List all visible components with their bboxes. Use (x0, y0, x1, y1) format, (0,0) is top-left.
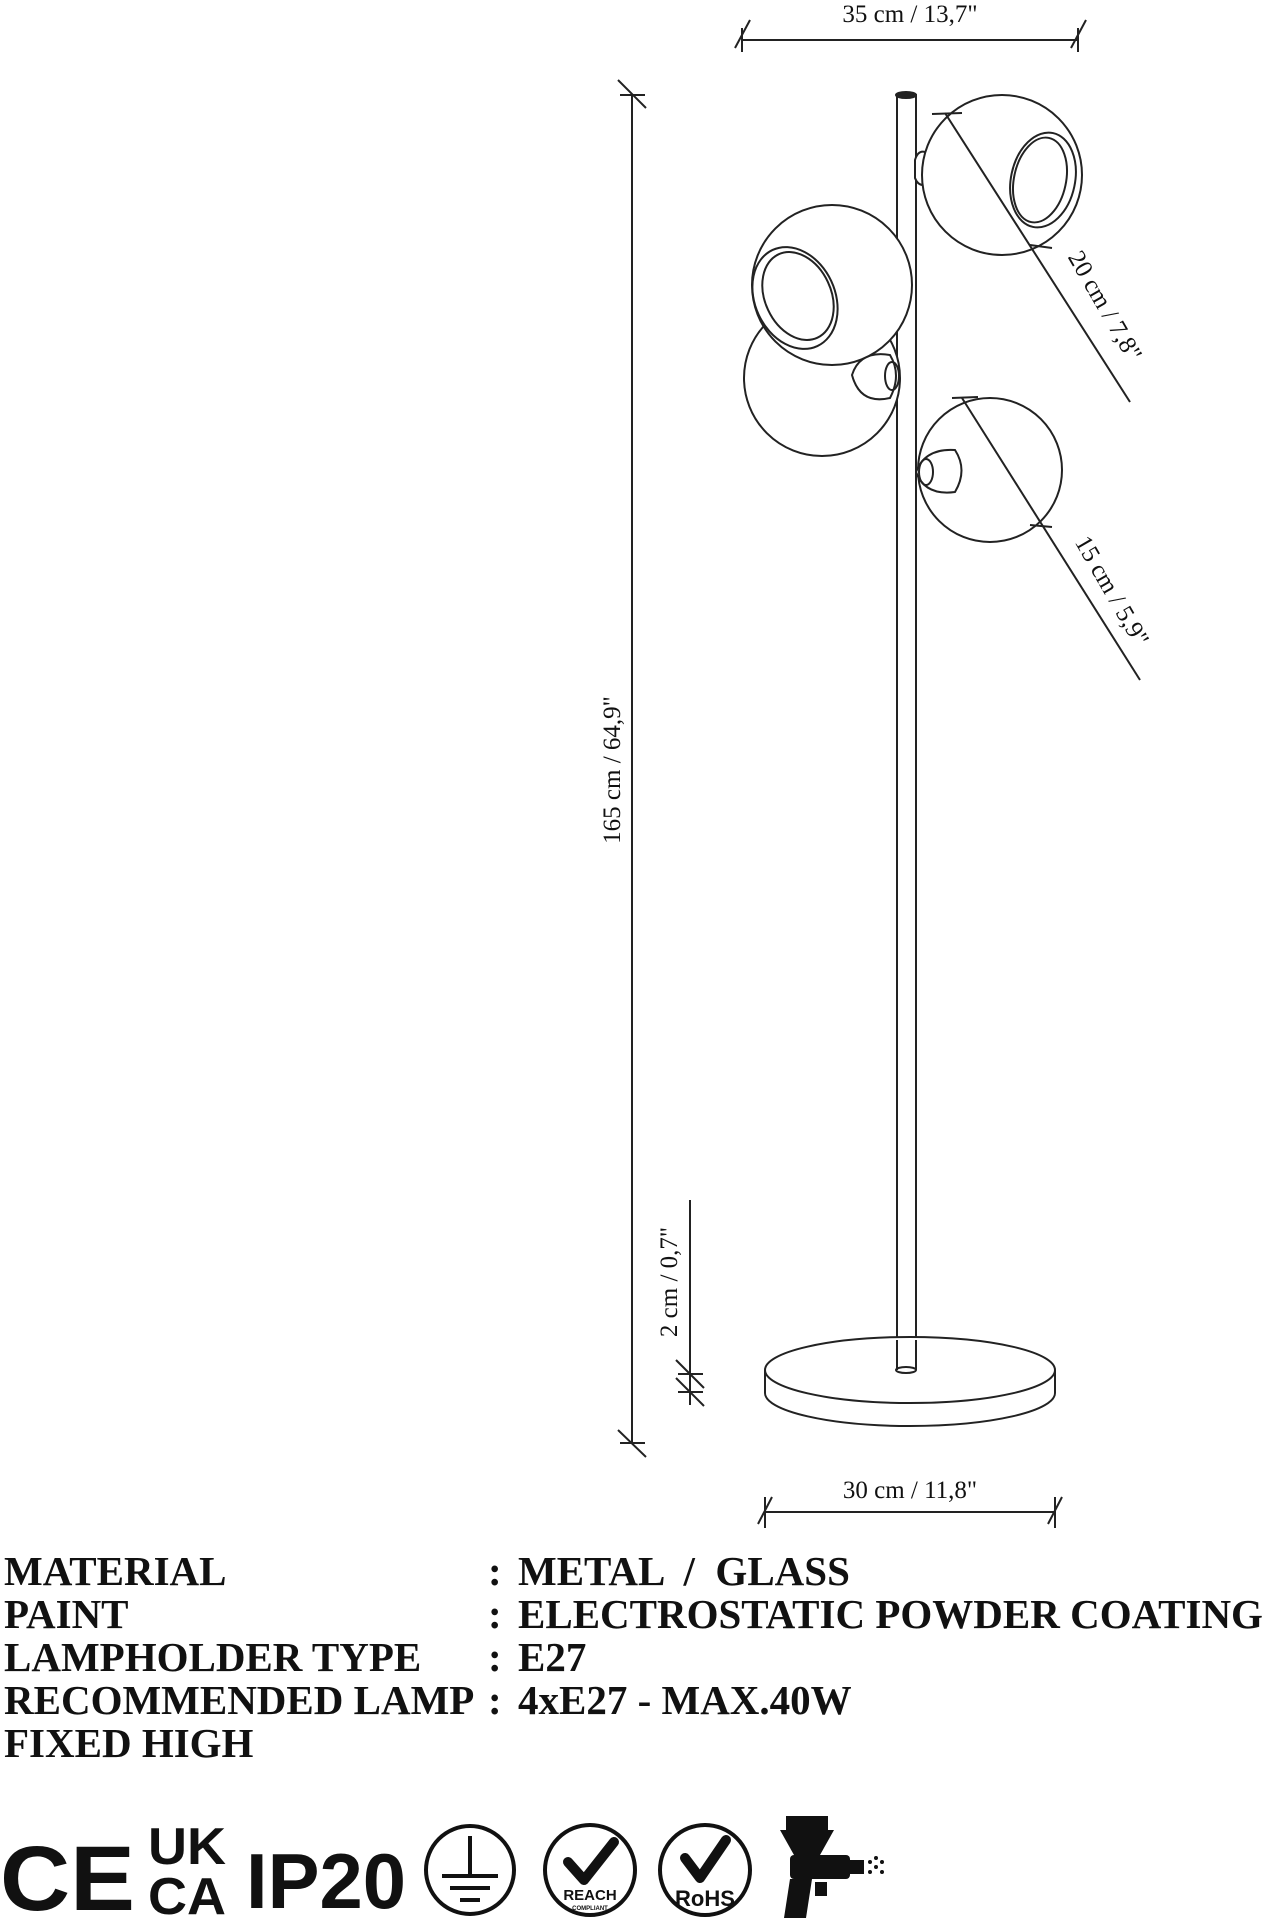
svg-text:UK: UK (148, 1818, 226, 1876)
base-width-label: 30 cm / 11,8" (843, 1477, 977, 1504)
base-thickness-dimension-line (675, 1200, 705, 1407)
svg-text:CA: CA (148, 1868, 226, 1922)
ukca-mark-icon: UK CA (148, 1818, 226, 1922)
spec-colon: : (488, 1591, 502, 1637)
reach-compliant-icon: REACH COMPLIANT (543, 1823, 637, 1917)
base-thickness-label: 2 cm / 0,7" (656, 1227, 683, 1337)
specifications-table: MATERIAL : METAL / GLASS PAINT : ELECTRO… (4, 1550, 1272, 1765)
base-width-dimension-line (757, 1496, 1063, 1528)
spec-colon: : (488, 1677, 502, 1723)
spec-label: RECOMMENDED LAMP (4, 1677, 475, 1723)
spec-row-fixed-high: FIXED HIGH (4, 1722, 1272, 1765)
svg-text:CE: CE (0, 1828, 135, 1922)
spec-row-material: MATERIAL : METAL / GLASS (4, 1550, 1272, 1593)
small-globe-dimension-line (951, 396, 1141, 681)
lamp-base (764, 1336, 1056, 1427)
spec-row-lampholder: LAMPHOLDER TYPE : E27 (4, 1636, 1272, 1679)
globe-top-right (914, 94, 1083, 256)
svg-text:IP20: IP20 (246, 1837, 406, 1922)
spec-value: 4xE27 - MAX.40W (518, 1677, 852, 1723)
svg-text:RoHS: RoHS (675, 1886, 735, 1911)
lamp-technical-drawing: 35 cm / 13,7" 165 cm / 64,9" 20 cm / 7,8… (599, 1, 1154, 1528)
globe-lower-right (914, 397, 1063, 543)
ground-symbol-icon (424, 1824, 516, 1916)
svg-text:REACH: REACH (563, 1887, 616, 1904)
spray-gun-icon (780, 1816, 884, 1918)
spec-value: E27 (518, 1634, 587, 1680)
globe-upper-left (751, 204, 913, 366)
spec-label: MATERIAL (4, 1548, 227, 1594)
large-globe-label: 20 cm / 7,8" (1062, 246, 1147, 366)
top-width-dimension-line (734, 19, 1087, 52)
height-dimension-line (617, 79, 647, 1458)
svg-text:COMPLIANT: COMPLIANT (572, 1906, 608, 1912)
certification-marks: CE UK CA IP20 REACH COMPLIANT RoHS (0, 1816, 884, 1922)
spec-label: PAINT (4, 1591, 129, 1637)
ce-mark-icon: CE (0, 1828, 135, 1922)
spec-label: LAMPHOLDER TYPE (4, 1634, 422, 1680)
spec-row-recommended-lamp: RECOMMENDED LAMP : 4xE27 - MAX.40W (4, 1679, 1272, 1722)
height-label: 165 cm / 64,9" (599, 696, 626, 844)
spec-value: METAL / GLASS (518, 1548, 850, 1594)
large-globe-dimension-line (931, 112, 1131, 403)
spec-colon: : (488, 1634, 502, 1680)
rohs-icon: RoHS (658, 1823, 752, 1917)
spec-value: ELECTROSTATIC POWDER COATING (518, 1591, 1263, 1637)
spec-colon: : (488, 1548, 502, 1594)
top-width-label: 35 cm / 13,7" (842, 1, 977, 28)
ip20-mark-icon: IP20 (246, 1837, 406, 1922)
spec-label: FIXED HIGH (4, 1720, 254, 1766)
spec-row-paint: PAINT : ELECTROSTATIC POWDER COATING (4, 1593, 1272, 1636)
